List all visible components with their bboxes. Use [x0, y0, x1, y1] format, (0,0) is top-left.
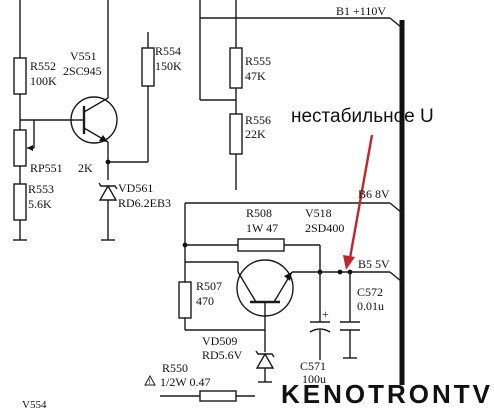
label-r554-ref: R554 [155, 44, 181, 58]
label-rail-b6: B6 8V [358, 187, 390, 201]
transistor-v551 [70, 96, 118, 144]
rail-b5-tap [389, 271, 403, 283]
label-r552-value: 100K [30, 74, 57, 88]
resistor-r555 [229, 47, 243, 89]
resistor-r550 [199, 390, 237, 402]
label-rail-b5: B5 5V [358, 257, 390, 271]
label-c572-ref: C572 [357, 285, 383, 299]
label-c571-ref: C571 [300, 359, 326, 373]
label-c572-value: 0.01u [357, 299, 384, 313]
label-v551-ref: V551 [70, 49, 97, 63]
zener-vd561 [98, 184, 118, 201]
label-v554-ref: V554 [22, 399, 47, 408]
rail-b6-tap [389, 202, 403, 214]
label-rail-b1: B1 +110V [336, 4, 386, 18]
label-r555-value: 47K [245, 69, 266, 83]
label-vd561-ref: VD561 [118, 181, 153, 195]
resistor-r554 [141, 47, 155, 87]
label-r508-ref: R508 [246, 206, 272, 220]
resistor-r508 [237, 238, 285, 252]
v518-collector [237, 271, 257, 303]
v551-emitter-arrow [99, 135, 108, 142]
warning-mark: ! [149, 379, 151, 386]
label-r507-value: 470 [196, 294, 214, 308]
rp551-wiper-arrow [27, 145, 33, 151]
label-rp551-ref: RP551 [30, 161, 63, 175]
label-r550-ref: R550 [162, 361, 188, 375]
label-vd561-value: RD6.2EB3 [118, 196, 171, 210]
label-r552-ref: R552 [30, 59, 56, 73]
potentiometer-rp551 [13, 129, 27, 167]
v518-emitter-arrow [284, 272, 292, 281]
label-r554-value: 150K [155, 59, 182, 73]
annotation-arrow [348, 134, 374, 259]
label-v518-value: 2SD400 [305, 221, 344, 235]
rail-b1-tap [389, 17, 403, 29]
junction-b5-a [337, 269, 343, 275]
v551-collector [83, 97, 109, 113]
capacitor-c571-plate2 [309, 328, 331, 333]
label-r553-value: 5.6K [28, 197, 52, 211]
label-r553-ref: R553 [28, 182, 54, 196]
label-vd509-ref: VD509 [202, 334, 237, 348]
label-v518-ref: V518 [305, 206, 332, 220]
resistor-r552 [13, 57, 27, 95]
zener-vd509 [255, 352, 275, 369]
label-r555-ref: R555 [245, 54, 271, 68]
annotation-arrowhead [343, 255, 355, 270]
annotation-text: нестабильное U [291, 106, 434, 127]
label-r508-value: 1W 47 [246, 221, 278, 235]
label-r550-value: 1/2W 0.47 [160, 375, 210, 389]
label-rp551-value: 2K [78, 161, 93, 175]
label-r507-ref: R507 [196, 279, 222, 293]
zener-vd509-bar [255, 350, 275, 358]
watermark: KENOTRONTV [281, 379, 493, 408]
label-r556-ref: R556 [245, 113, 271, 127]
c571-plus: + [322, 307, 329, 321]
resistor-r553 [13, 183, 27, 221]
resistor-r556 [229, 113, 243, 155]
zener-vd561-bar [98, 182, 118, 190]
resistor-r507 [178, 281, 192, 319]
label-r556-value: 22K [245, 127, 266, 141]
label-v551-value: 2SC945 [63, 64, 102, 78]
label-vd509-value: RD5.6V [202, 348, 243, 362]
warning-icon [144, 374, 156, 386]
label-c571-value: 100u [302, 372, 326, 386]
